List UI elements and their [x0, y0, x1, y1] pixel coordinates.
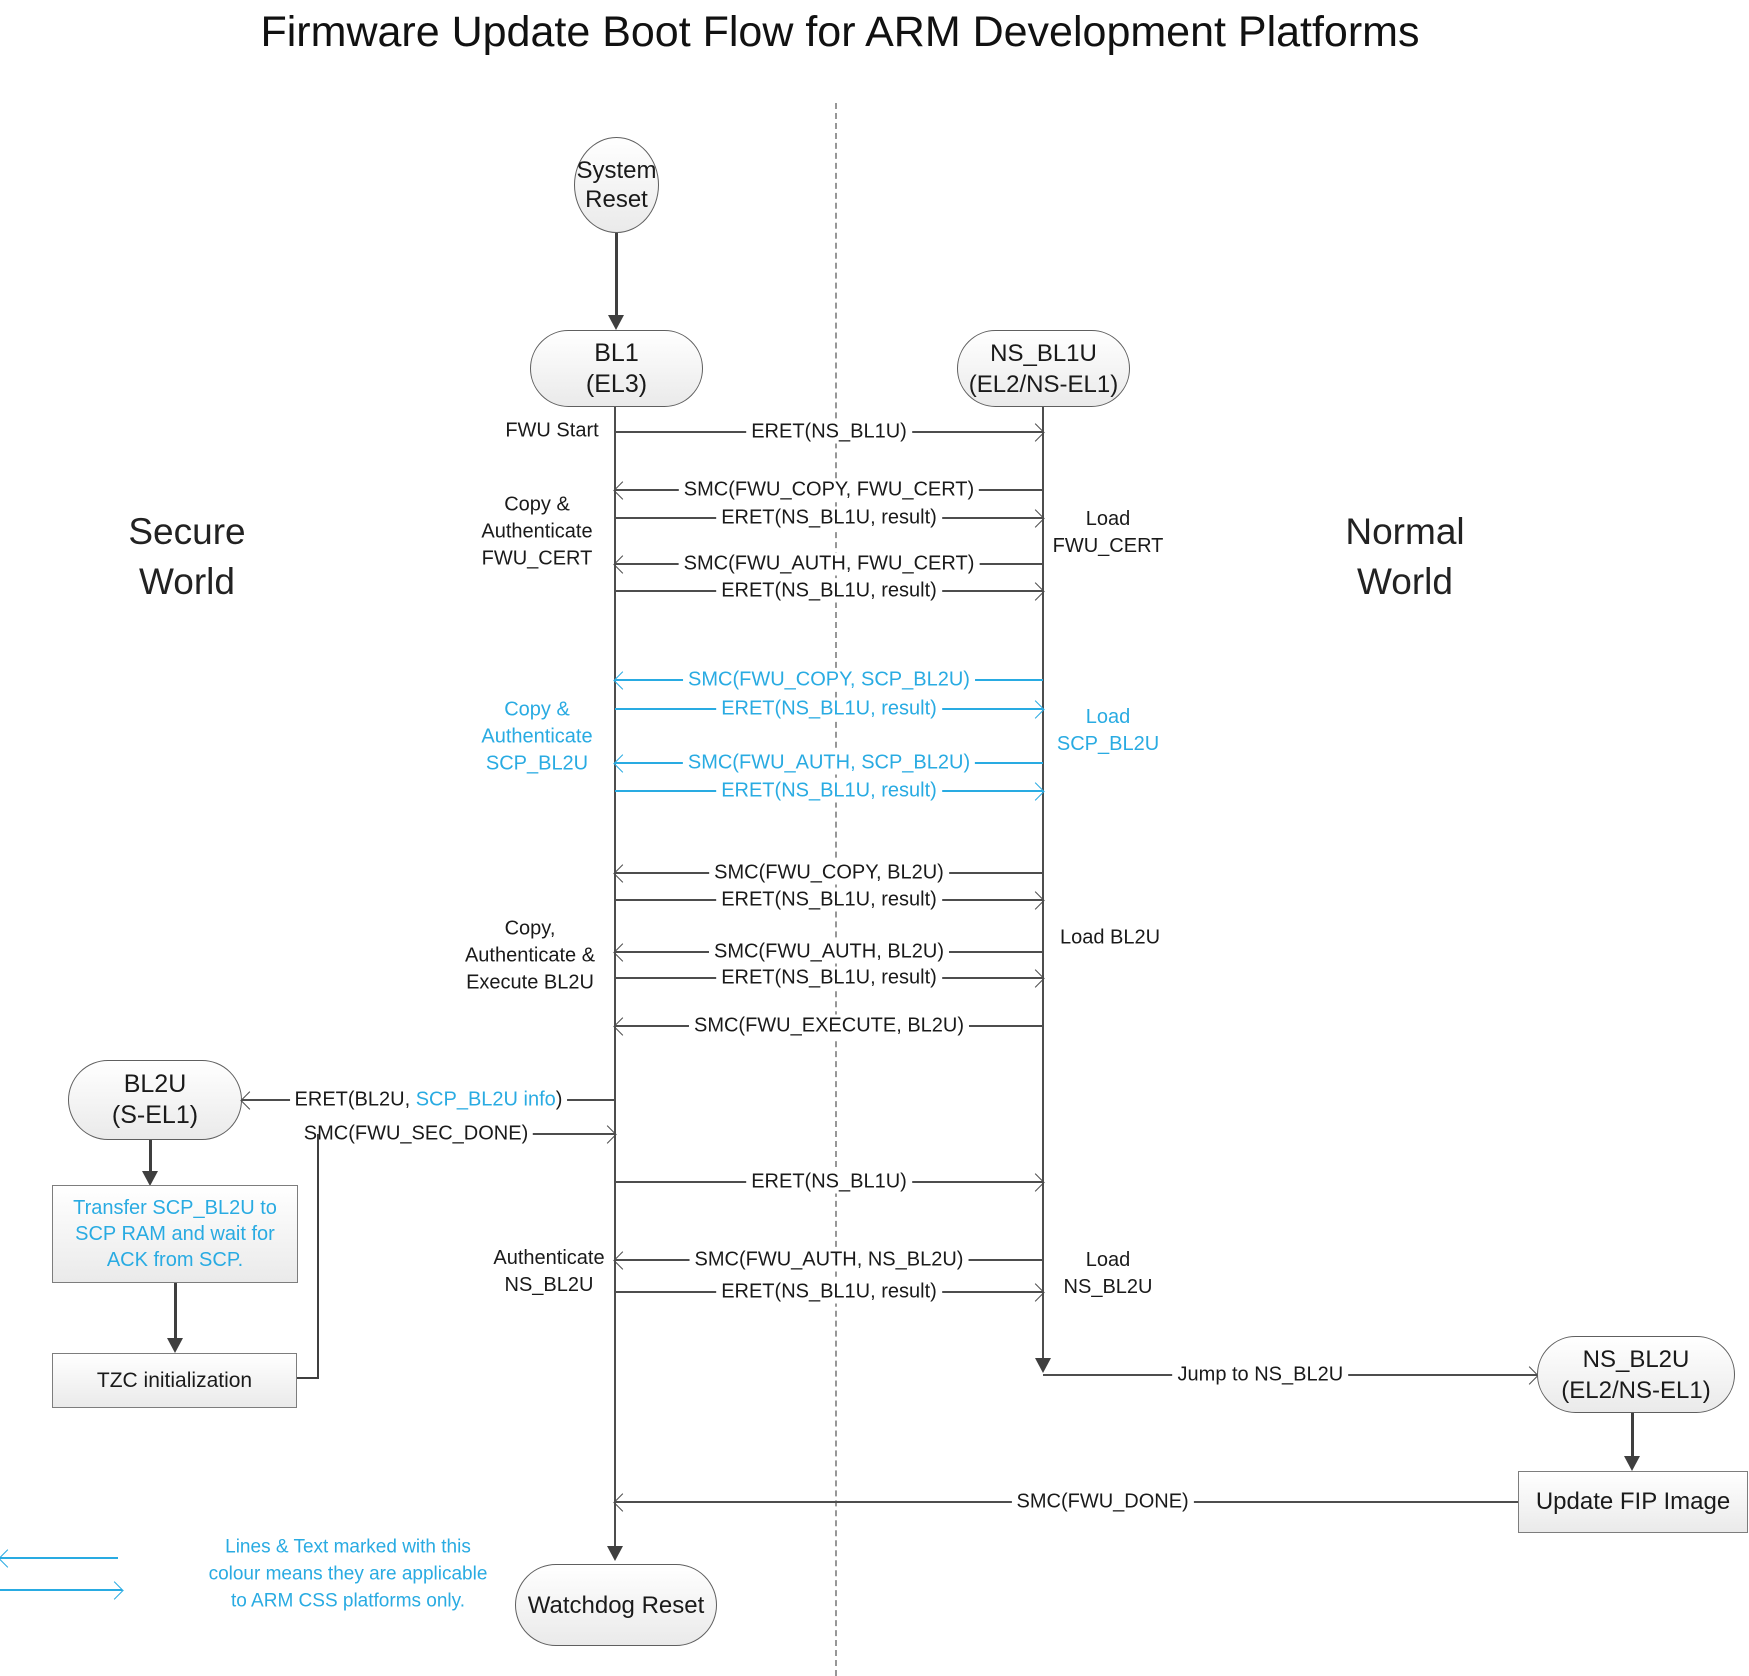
message-label: SMC(FWU_COPY, BL2U) — [709, 861, 949, 885]
message-label: ERET(NS_BL1U) — [746, 420, 912, 444]
message-label: SMC(FWU_SEC_DONE) — [298, 1122, 534, 1146]
message-label: SMC(FWU_AUTH, FWU_CERT) — [678, 552, 980, 576]
message-label: ERET(NS_BL1U, result) — [716, 888, 942, 912]
system-reset-to-bl1-arrow — [615, 233, 618, 315]
message-label: ERET(NS_BL1U, result) — [716, 506, 942, 530]
message-label: SMC(FWU_COPY, FWU_CERT) — [678, 478, 980, 502]
node-ns-bl1u: NS_BL1U (EL2/NS-EL1) — [957, 330, 1130, 407]
legend-text: Lines & Text marked with this colour mea… — [208, 1536, 488, 1612]
side-label-load-fwu-cert: Load FWU_CERT — [1052, 508, 1164, 557]
side-label-load-ns-bl2u: Load NS_BL2U — [1063, 1249, 1153, 1298]
bl1-lifeline-arrowhead — [607, 1546, 623, 1561]
message-label: ERET(NS_BL1U, result) — [716, 779, 942, 803]
node-tzc-initialization: TZC initialization — [52, 1353, 297, 1408]
message-label: ERET(BL2U, SCP_BL2U info) — [289, 1088, 568, 1112]
side-label-copy-auth-exec-bl2u: Copy, Authenticate & Execute BL2U — [464, 917, 596, 994]
side-label-copy-auth-fwu-cert: Copy & Authenticate FWU_CERT — [481, 493, 593, 570]
bl2u-to-transfer-arrowhead — [142, 1171, 158, 1186]
transfer-to-tzc-arrow — [174, 1283, 177, 1339]
message-label: SMC(FWU_AUTH, SCP_BL2U) — [682, 751, 976, 775]
tzc-connector-vertical — [317, 1134, 319, 1379]
message-label: SMC(FWU_AUTH, NS_BL2U) — [689, 1248, 969, 1272]
side-label-fwu-start: FWU Start — [505, 419, 599, 442]
ns-bl1u-lifeline — [1042, 407, 1044, 1358]
normal-world-label: Normal World — [1345, 511, 1465, 602]
message-label: SMC(FWU_EXECUTE, BL2U) — [688, 1014, 970, 1038]
message-label: ERET(NS_BL1U, result) — [716, 1280, 942, 1304]
message-label: SMC(FWU_AUTH, BL2U) — [708, 940, 950, 964]
message-label: SMC(FWU_COPY, SCP_BL2U) — [683, 668, 975, 692]
message-label: ERET(NS_BL1U, result) — [716, 697, 942, 721]
node-system-reset: System Reset — [574, 137, 659, 233]
node-watchdog-reset: Watchdog Reset — [515, 1564, 717, 1646]
message-label: ERET(NS_BL1U) — [746, 1170, 912, 1194]
side-label-load-scp-bl2u: Load SCP_BL2U — [1056, 706, 1160, 755]
node-bl1: BL1 (EL3) — [530, 330, 703, 407]
ns-bl2u-to-update-fip-arrowhead — [1624, 1456, 1640, 1471]
secure-world-label: Secure World — [128, 511, 246, 602]
bl2u-to-transfer-arrow — [149, 1140, 152, 1172]
tzc-connector-horizontal — [297, 1377, 319, 1379]
node-update-fip-image: Update FIP Image — [1518, 1471, 1748, 1533]
side-label-copy-auth-scp-bl2u: Copy & Authenticate SCP_BL2U — [481, 698, 593, 775]
message-label: ERET(NS_BL1U, result) — [716, 966, 942, 990]
side-label-authenticate-ns-bl2u: Authenticate NS_BL2U — [493, 1247, 605, 1296]
node-bl2u: BL2U (S-EL1) — [68, 1060, 242, 1140]
node-ns-bl2u: NS_BL2U (EL2/NS-EL1) — [1537, 1336, 1735, 1413]
page-title: Firmware Update Boot Flow for ARM Develo… — [260, 8, 1420, 56]
message-label: ERET(NS_BL1U, result) — [716, 579, 942, 603]
transfer-to-tzc-arrowhead — [167, 1338, 183, 1353]
bl1-lifeline — [614, 407, 616, 1546]
ns-bl2u-to-update-fip-arrow — [1631, 1413, 1634, 1457]
ns-bl1u-lifeline-arrowhead — [1035, 1358, 1051, 1373]
message-label: SMC(FWU_DONE) — [1011, 1490, 1194, 1514]
message-label: Jump to NS_BL2U — [1172, 1363, 1349, 1387]
node-transfer-scp-bl2u: Transfer SCP_BL2U to SCP RAM and wait fo… — [52, 1185, 298, 1283]
system-reset-to-bl1-arrowhead — [608, 315, 624, 330]
side-label-load-bl2u: Load BL2U — [1059, 926, 1161, 949]
